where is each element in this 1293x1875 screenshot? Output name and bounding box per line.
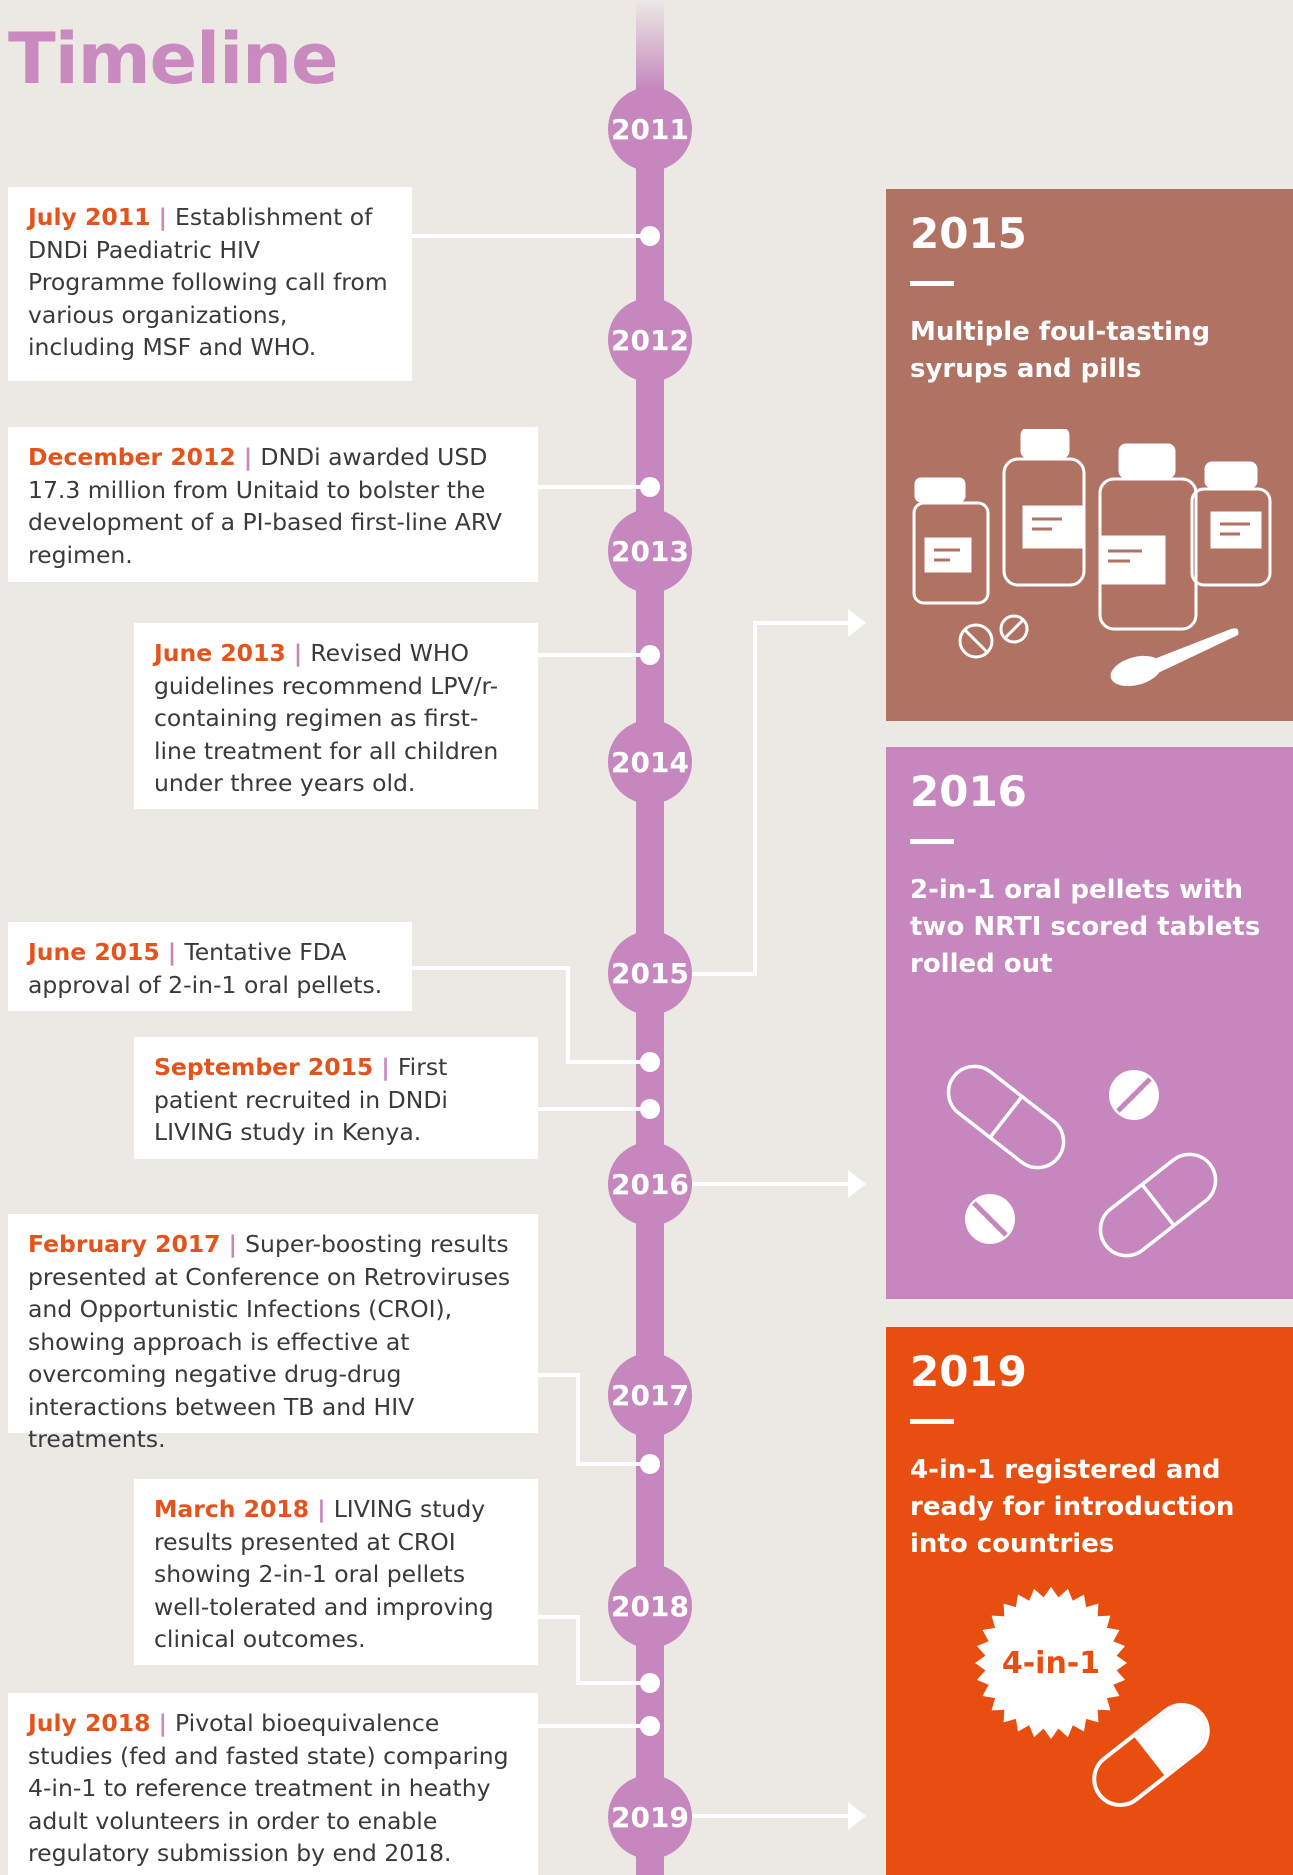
panel-divider bbox=[910, 281, 954, 286]
arrowhead-2016 bbox=[848, 1170, 866, 1198]
panel-text: 2-in-1 oral pellets with two NRTI scored… bbox=[910, 875, 1261, 979]
event-text: Revised WHO guidelines recommend LPV/r-c… bbox=[154, 639, 499, 797]
event-dot bbox=[640, 1099, 660, 1119]
year-node-2015: 2015 bbox=[608, 931, 692, 1015]
event-dot bbox=[640, 1673, 660, 1693]
year-node-2012: 2012 bbox=[608, 298, 692, 382]
event-date: March 2018 bbox=[154, 1495, 310, 1523]
event-december-2012: December 2012|DNDi awarded USD 17.3 mill… bbox=[8, 427, 538, 582]
event-text: DNDi awarded USD 17.3 million from Unita… bbox=[28, 443, 502, 569]
panel-text: Multiple foul-tasting syrups and pills bbox=[910, 317, 1211, 384]
pills-icon bbox=[946, 1064, 1218, 1258]
event-june-2015: June 2015|Tentative FDA approval of 2-in… bbox=[8, 922, 412, 1011]
panel-text: 4-in-1 registered and ready for introduc… bbox=[910, 1455, 1235, 1559]
medicine-bottles-icon bbox=[912, 429, 1272, 687]
panel-year: 2015 bbox=[910, 209, 1027, 258]
event-february-2017: February 2017|Super-boosting results pre… bbox=[8, 1214, 538, 1453]
panel-year: 2016 bbox=[910, 767, 1027, 816]
event-separator: | bbox=[317, 1495, 326, 1523]
arrowhead-2019 bbox=[848, 1802, 866, 1830]
event-date: February 2017 bbox=[28, 1230, 221, 1258]
connector-march-2018 bbox=[538, 1615, 650, 1685]
year-node-2011: 2011 bbox=[608, 87, 692, 171]
event-dot bbox=[640, 1052, 660, 1072]
event-july-2011: July 2011|Establishment of DNDi Paediatr… bbox=[8, 187, 412, 381]
event-separator: | bbox=[167, 938, 177, 966]
event-separator: | bbox=[381, 1053, 390, 1081]
page-title: Timeline bbox=[8, 18, 338, 100]
event-text: Pivotal bioequivalence studies (fed and … bbox=[28, 1709, 509, 1867]
event-separator: | bbox=[158, 203, 168, 231]
seal-label: 4-in-1 bbox=[1002, 1646, 1100, 1681]
connector-june-2015 bbox=[412, 966, 650, 1064]
event-date: July 2018 bbox=[28, 1709, 151, 1737]
year-node-2013: 2013 bbox=[608, 509, 692, 593]
arrow-line-2015 bbox=[690, 621, 858, 976]
event-dot bbox=[640, 1454, 660, 1474]
capsule-seal-icon: 4-in-1 bbox=[975, 1587, 1210, 1808]
year-node-2018: 2018 bbox=[608, 1564, 692, 1648]
year-node-2017: 2017 bbox=[608, 1353, 692, 1437]
panel-year: 2019 bbox=[910, 1347, 1027, 1396]
event-date: June 2015 bbox=[28, 938, 160, 966]
panel-divider bbox=[910, 1419, 954, 1424]
connector-february-2017 bbox=[538, 1373, 650, 1466]
event-dot bbox=[640, 645, 660, 665]
event-june-2013: June 2013|Revised WHO guidelines recomme… bbox=[134, 623, 538, 809]
event-text: LIVING study results presented at CROI s… bbox=[154, 1495, 494, 1653]
panel-2015: 2015 Multiple foul-tasting syrups and pi… bbox=[886, 189, 1293, 721]
event-dot bbox=[640, 477, 660, 497]
event-date: September 2015 bbox=[154, 1053, 374, 1081]
event-date: December 2012 bbox=[28, 443, 236, 471]
panel-2019: 2019 4-in-1 registered and ready for int… bbox=[886, 1327, 1293, 1875]
event-text: Super-boosting results presented at Conf… bbox=[28, 1230, 511, 1453]
event-separator: | bbox=[158, 1709, 168, 1737]
event-separator: | bbox=[293, 639, 303, 667]
event-text: First patient recruited in DNDi LIVING s… bbox=[154, 1053, 448, 1146]
event-dot bbox=[640, 1716, 660, 1736]
panel-2016: 2016 2-in-1 oral pellets with two NRTI s… bbox=[886, 747, 1293, 1299]
event-july-2018: July 2018|Pivotal bioequivalence studies… bbox=[8, 1693, 538, 1875]
event-date: June 2013 bbox=[154, 639, 286, 667]
year-node-2019: 2019 bbox=[608, 1775, 692, 1859]
event-dot bbox=[640, 226, 660, 246]
event-text: Tentative FDA approval of 2-in-1 oral pe… bbox=[28, 938, 383, 999]
event-separator: | bbox=[228, 1230, 238, 1258]
event-separator: | bbox=[243, 443, 253, 471]
event-september-2015: September 2015|First patient recruited i… bbox=[134, 1037, 538, 1159]
arrowhead-2015 bbox=[848, 609, 866, 637]
panel-divider bbox=[910, 839, 954, 844]
year-node-2016: 2016 bbox=[608, 1142, 692, 1226]
year-node-2014: 2014 bbox=[608, 720, 692, 804]
event-march-2018: March 2018|LIVING study results presente… bbox=[134, 1479, 538, 1665]
event-date: July 2011 bbox=[28, 203, 151, 231]
event-text: Establishment of DNDi Paediatric HIV Pro… bbox=[28, 203, 388, 361]
